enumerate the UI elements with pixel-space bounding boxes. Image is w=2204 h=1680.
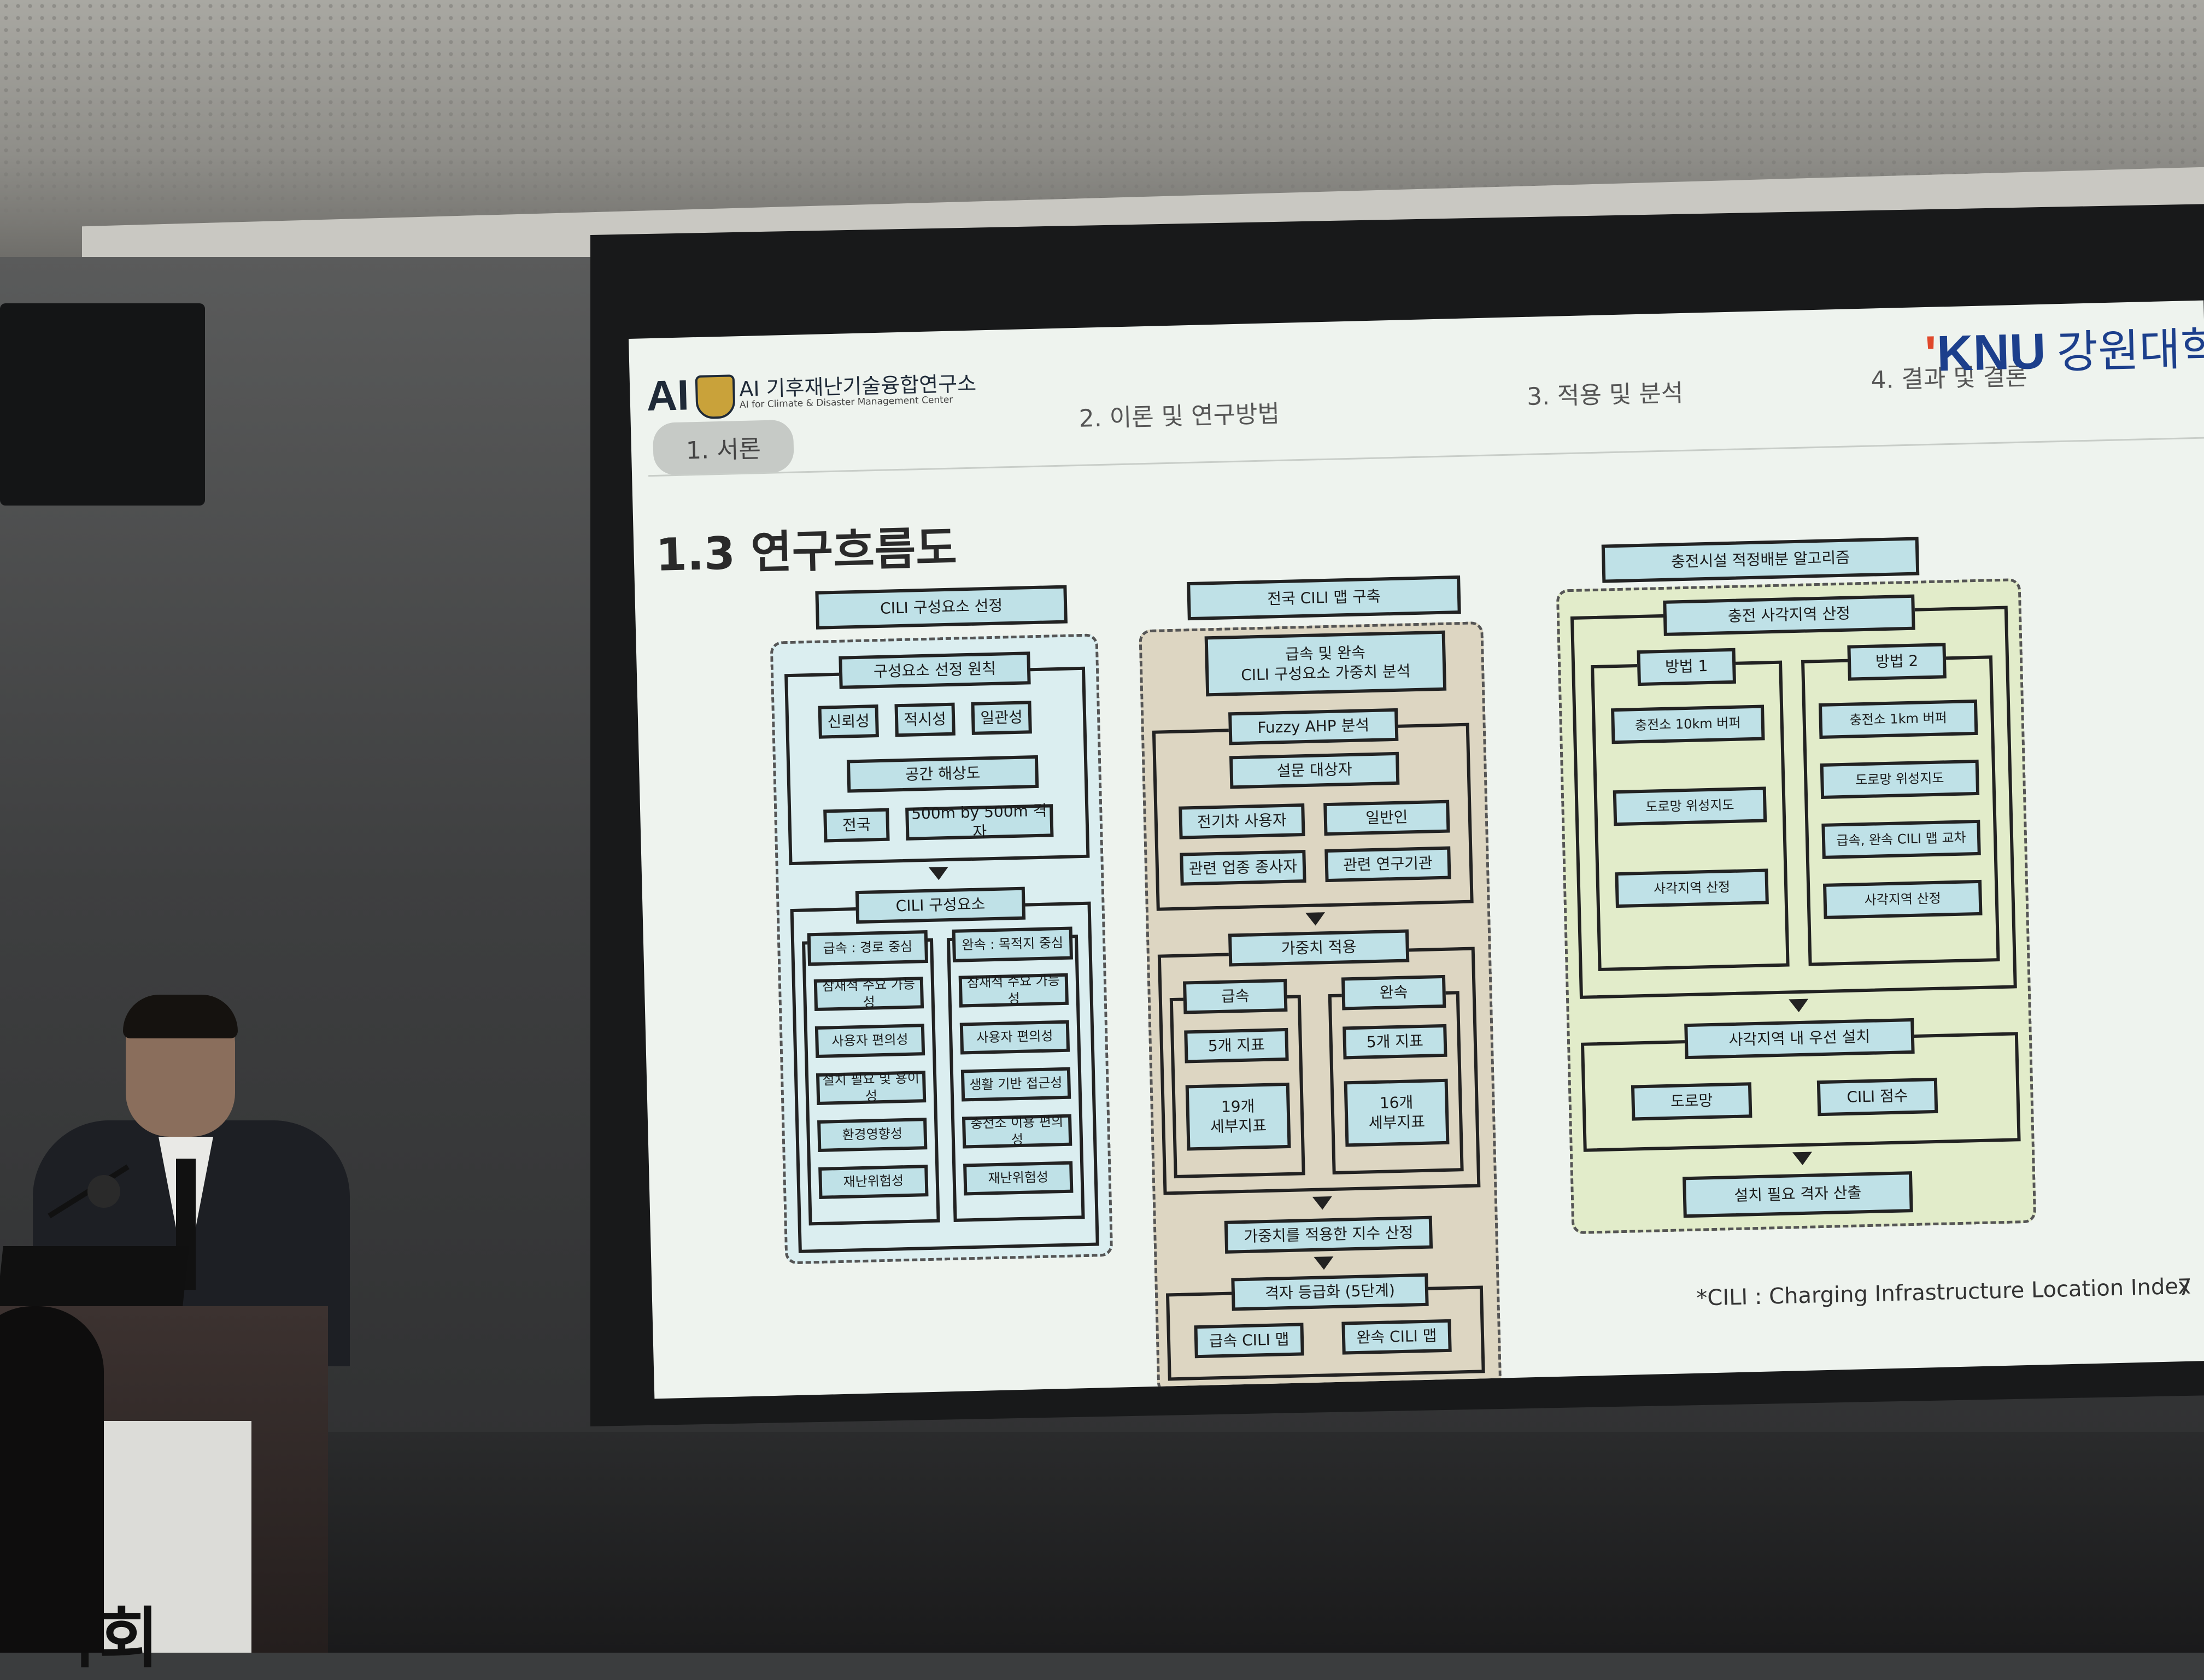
fast-cili-map: 급속 CILI 맵 [1194, 1323, 1304, 1359]
fast-sub-indicators: 19개 세부지표 [1185, 1082, 1291, 1151]
principle-timeliness: 적시성 [894, 702, 956, 737]
slow-criteria-item: 생활 기반 접근성 [960, 1067, 1071, 1102]
result-box: 설치 필요 격자 산출 [1683, 1171, 1913, 1218]
flow-arrow [1792, 1152, 1813, 1166]
col2-header: 전국 CILI 맵 구축 [1187, 575, 1461, 621]
principles-box: 구성요소 선정 원칙 [839, 651, 1031, 689]
flow-arrow [1312, 1196, 1333, 1210]
blind-spot-box: 충전 사각지역 산정 [1663, 594, 1915, 636]
priority-box: 사각지역 내 우선 설치 [1684, 1018, 1915, 1060]
resolution-grid: 500m by 500m 격자 [905, 801, 1054, 841]
slow-cili-map: 완속 CILI 맵 [1341, 1319, 1452, 1355]
apply-weights-box: 가중치 적용 [1228, 929, 1410, 967]
floor [328, 1432, 2204, 1653]
header-divider [648, 437, 2204, 477]
road-network-box: 도로망 [1631, 1082, 1752, 1121]
nav-tab-analysis: 3. 적용 및 분석 [1526, 379, 1684, 411]
method1-step: 충전소 10km 버퍼 [1611, 704, 1765, 744]
nav-tab-method: 2. 이론 및 연구방법 [1078, 400, 1280, 433]
university-name: 강원대학교 [2056, 321, 2204, 379]
fast-criteria-item: 설치 필요 및 용이성 [816, 1070, 927, 1106]
slow-criteria-item: 사용자 편의성 [959, 1020, 1070, 1055]
speaker-hair [123, 995, 238, 1038]
weight-analysis-box: 급속 및 완속 CILI 구성요소 가중치 분석 [1204, 630, 1447, 697]
fast-indicators: 5개 지표 [1184, 1027, 1289, 1064]
survey-public: 일반인 [1323, 800, 1450, 836]
resolution-national: 전국 [823, 808, 890, 843]
principle-consistency: 일관성 [971, 701, 1032, 735]
fast-label: 급속 [1183, 978, 1288, 1014]
fast-criteria-item: 환경영향성 [817, 1118, 928, 1152]
footnote: *CILI : Charging Infrastructure Location… [1696, 1273, 2191, 1311]
grade-box: 격자 등급화 (5단계) [1231, 1273, 1429, 1311]
survey-box: 설문 대상자 [1229, 751, 1400, 789]
slow-sub-indicators: 16개 세부지표 [1344, 1078, 1450, 1147]
fast-criteria-title: 급속 : 경로 중심 [807, 930, 929, 966]
fuzzy-ahp-box: Fuzzy AHP 분석 [1228, 708, 1399, 745]
slow-label: 완속 [1341, 974, 1446, 1011]
fast-criteria-item: 사용자 편의성 [814, 1024, 925, 1059]
presentation-slide: AI AI 기후재난기술융합연구소 AI for Climate & Disas… [629, 300, 2204, 1399]
principle-reliability: 신뢰성 [818, 704, 879, 739]
nav-tab-intro: 1. 서론 [652, 419, 794, 475]
method2-step: 도로망 위성지도 [1820, 759, 1980, 799]
audience-member-silhouette [0, 1306, 104, 1653]
fast-criteria-item: 잠재적 수요 가능성 [813, 976, 924, 1012]
survey-research: 관련 연구기관 [1324, 846, 1451, 883]
laptop [0, 1246, 189, 1306]
survey-ev-users: 전기차 사용자 [1179, 803, 1305, 839]
col3-header: 충전시설 적정배분 알고리즘 [1601, 537, 1920, 583]
knu-logo-mark: 'KNU [1924, 323, 2047, 383]
institute-logo-mark: AI [646, 371, 690, 420]
index-calc-box: 가중치를 적용한 지수 산정 [1224, 1215, 1433, 1254]
slow-criteria-title: 완속 : 목적지 중심 [952, 926, 1073, 962]
institute-emblem-icon [695, 374, 736, 420]
flow-arrow [1789, 998, 1809, 1013]
flow-arrow [928, 867, 949, 880]
method1-step: 사각지역 산정 [1615, 868, 1769, 908]
slow-criteria-item: 잠재적 수요 가능성 [958, 973, 1069, 1008]
section-title: 1.3 연구흐름도 [655, 522, 958, 581]
method2-label: 방법 2 [1847, 643, 1947, 681]
slow-criteria-item: 재난위험성 [963, 1161, 1074, 1196]
slow-criteria-item: 충전소 이용 편의성 [962, 1114, 1072, 1149]
method2-step: 급속, 완속 CILI 맵 교차 [1821, 819, 1981, 859]
col1-header: CILI 구성요소 선정 [815, 585, 1068, 630]
cili-score-box: CILI 점수 [1816, 1077, 1938, 1117]
slow-indicators: 5개 지표 [1343, 1024, 1447, 1060]
method1-label: 방법 1 [1637, 648, 1737, 686]
flow-arrow [1305, 912, 1326, 926]
flow-arrow [1314, 1256, 1334, 1270]
method1-step: 도로망 위성지도 [1613, 786, 1767, 826]
components-box: CILI 구성요소 [855, 886, 1026, 924]
survey-industry: 관련 업종 종사자 [1180, 850, 1306, 886]
method2-step: 충전소 1km 버퍼 [1818, 699, 1978, 739]
resolution-box: 공간 해상도 [846, 755, 1039, 793]
method2-step: 사각지역 산정 [1823, 879, 1983, 919]
fast-criteria-item: 재난위험성 [818, 1165, 929, 1199]
wall-speaker [0, 303, 205, 506]
page-number: 7 [2177, 1273, 2193, 1301]
microphone-icon [87, 1175, 120, 1208]
